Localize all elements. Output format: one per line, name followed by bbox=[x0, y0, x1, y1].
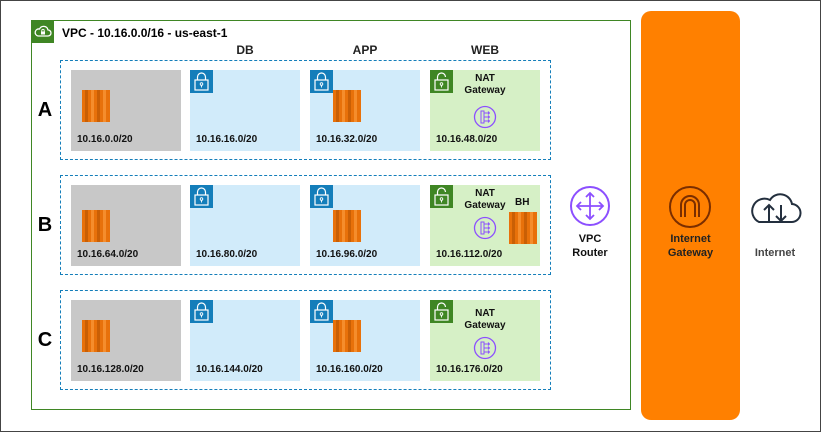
bastion-host-ec2-icon bbox=[509, 212, 537, 244]
reserved-subnet-c: 10.16.128.0/20 bbox=[71, 300, 181, 381]
private-subnet-lock-icon bbox=[310, 70, 333, 93]
subnet-cidr: 10.16.48.0/20 bbox=[436, 134, 498, 145]
subnet-cidr: 10.16.128.0/20 bbox=[77, 364, 144, 375]
vpc-title: VPC - 10.16.0.0/16 - us-east-1 bbox=[62, 26, 228, 40]
ec2-instance-icon bbox=[333, 210, 361, 242]
private-subnet-lock-icon bbox=[190, 185, 213, 208]
column-header-db: DB bbox=[236, 43, 254, 57]
internet-gateway-icon bbox=[668, 185, 712, 229]
subnet-cidr: 10.16.32.0/20 bbox=[316, 134, 378, 145]
router-label-line2: Router bbox=[572, 247, 608, 259]
nat-gateway-icon bbox=[473, 105, 497, 129]
vpc-router-label: VPC Router bbox=[560, 232, 620, 260]
nat-label-line2: Gateway bbox=[464, 85, 506, 96]
availability-zone-b bbox=[60, 175, 551, 275]
nat-gateway-label: NAT Gateway bbox=[455, 188, 515, 212]
nat-label-line2: Gateway bbox=[464, 320, 506, 331]
router-label-line1: VPC bbox=[578, 233, 602, 245]
nat-gateway-icon bbox=[473, 216, 497, 240]
subnet-cidr: 10.16.16.0/20 bbox=[196, 134, 258, 145]
db-subnet-a: 10.16.16.0/20 bbox=[190, 70, 300, 151]
ec2-instance-icon bbox=[82, 320, 110, 352]
subnet-cidr: 10.16.80.0/20 bbox=[196, 249, 258, 260]
web-subnet-c: NAT Gateway 10.16.176.0/20 bbox=[430, 300, 540, 381]
az-letter-c: C bbox=[37, 329, 53, 351]
internet-cloud-icon bbox=[745, 188, 805, 228]
nat-label-line1: NAT bbox=[475, 308, 495, 319]
bastion-host-label: BH bbox=[515, 197, 530, 208]
app-subnet-c: 10.16.160.0/20 bbox=[310, 300, 420, 381]
internet-label: Internet bbox=[754, 247, 796, 259]
nat-gateway-label: NAT Gateway bbox=[455, 73, 515, 97]
subnet-cidr: 10.16.64.0/20 bbox=[77, 249, 139, 260]
subnet-cidr: 10.16.0.0/20 bbox=[77, 134, 133, 145]
ec2-instance-icon bbox=[82, 90, 110, 122]
nat-label-line1: NAT bbox=[475, 73, 495, 84]
reserved-subnet-a: 10.16.0.0/20 bbox=[71, 70, 181, 151]
availability-zone-c bbox=[60, 290, 551, 390]
app-subnet-b: 10.16.96.0/20 bbox=[310, 185, 420, 266]
db-subnet-b: 10.16.80.0/20 bbox=[190, 185, 300, 266]
subnet-cidr: 10.16.144.0/20 bbox=[196, 364, 263, 375]
internet-gateway-bar bbox=[641, 11, 740, 420]
web-subnet-b: NAT Gateway BH 10.16.112.0/20 bbox=[430, 185, 540, 266]
nat-gateway-label: NAT Gateway bbox=[455, 308, 515, 332]
ec2-instance-icon bbox=[82, 210, 110, 242]
az-letter-b: B bbox=[37, 214, 53, 236]
availability-zone-a bbox=[60, 60, 551, 160]
public-subnet-lock-icon bbox=[430, 70, 453, 93]
private-subnet-lock-icon bbox=[190, 300, 213, 323]
subnet-cidr: 10.16.176.0/20 bbox=[436, 364, 503, 375]
web-subnet-a: NAT Gateway 10.16.48.0/20 bbox=[430, 70, 540, 151]
nat-gateway-icon bbox=[473, 336, 497, 360]
private-subnet-lock-icon bbox=[190, 70, 213, 93]
public-subnet-lock-icon bbox=[430, 185, 453, 208]
nat-label-line1: NAT bbox=[475, 188, 495, 199]
subnet-cidr: 10.16.112.0/20 bbox=[436, 249, 503, 260]
vpc-cloud-lock-icon bbox=[32, 21, 54, 43]
subnet-cidr: 10.16.160.0/20 bbox=[316, 364, 383, 375]
ec2-instance-icon bbox=[333, 320, 361, 352]
reserved-subnet-b: 10.16.64.0/20 bbox=[71, 185, 181, 266]
ec2-instance-icon bbox=[333, 90, 361, 122]
db-subnet-c: 10.16.144.0/20 bbox=[190, 300, 300, 381]
az-letter-a: A bbox=[37, 99, 53, 121]
public-subnet-lock-icon bbox=[430, 300, 453, 323]
vpc-container: VPC - 10.16.0.0/16 - us-east-1 bbox=[31, 20, 631, 410]
igw-label-line1: Internet bbox=[670, 233, 711, 245]
column-header-app: APP bbox=[352, 43, 378, 57]
subnet-cidr: 10.16.96.0/20 bbox=[316, 249, 378, 260]
app-subnet-a: 10.16.32.0/20 bbox=[310, 70, 420, 151]
internet-gateway-label: Internet Gateway bbox=[646, 232, 735, 260]
private-subnet-lock-icon bbox=[310, 185, 333, 208]
private-subnet-lock-icon bbox=[310, 300, 333, 323]
vpc-router-icon bbox=[569, 185, 611, 227]
nat-label-line2: Gateway bbox=[464, 200, 506, 211]
column-header-web: WEB bbox=[471, 43, 499, 57]
igw-label-line2: Gateway bbox=[667, 247, 714, 259]
